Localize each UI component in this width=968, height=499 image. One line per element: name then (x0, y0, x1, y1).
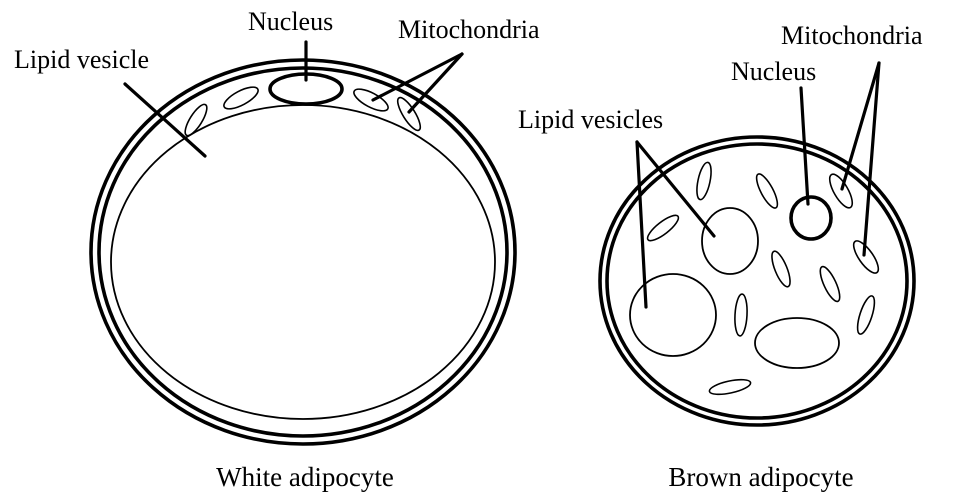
white-nucleus-label: Nucleus (248, 7, 333, 36)
brown-mitochondrion (768, 249, 793, 289)
brown-mitochondrion (694, 161, 714, 201)
brown-lipid-vesicle (702, 208, 758, 274)
brown-lipid-vesicles-label: Lipid vesicles (518, 105, 663, 134)
brown-lipid-vesicle (630, 274, 716, 356)
brown-mitochondrion (708, 377, 752, 397)
brown-lipid-vesicle (755, 318, 839, 368)
white-mitochondria-label: Mitochondria (398, 15, 540, 44)
brown-mitochondrion (854, 294, 878, 336)
brown-cell-inner-membrane (607, 144, 907, 418)
brown-mitochondrion (734, 294, 748, 337)
white-mitochondrion (221, 83, 261, 113)
brown-adipocyte-caption: Brown adipocyte (668, 462, 853, 492)
brown-mitochondrion (817, 264, 844, 304)
white-adipocyte: Lipid vesicle Nucleus Mitochondria White… (14, 7, 540, 492)
leader-line (637, 142, 646, 307)
brown-nucleus (791, 197, 831, 239)
white-cell-inner-membrane (99, 68, 507, 436)
brown-nucleus-label: Nucleus (731, 57, 816, 86)
white-lipid-vesicle-label: Lipid vesicle (14, 45, 149, 74)
brown-adipocyte: Lipid vesicles Nucleus Mitochondria Brow… (518, 21, 923, 492)
brown-mitochondrion (644, 212, 681, 245)
white-cell-outer-membrane (91, 60, 515, 444)
brown-mitochondrion (753, 171, 781, 210)
white-mitochondrion (181, 102, 210, 139)
brown-mitochondria-label: Mitochondria (781, 21, 923, 50)
white-lipid-vesicle (111, 105, 495, 419)
white-adipocyte-caption: White adipocyte (216, 462, 394, 492)
